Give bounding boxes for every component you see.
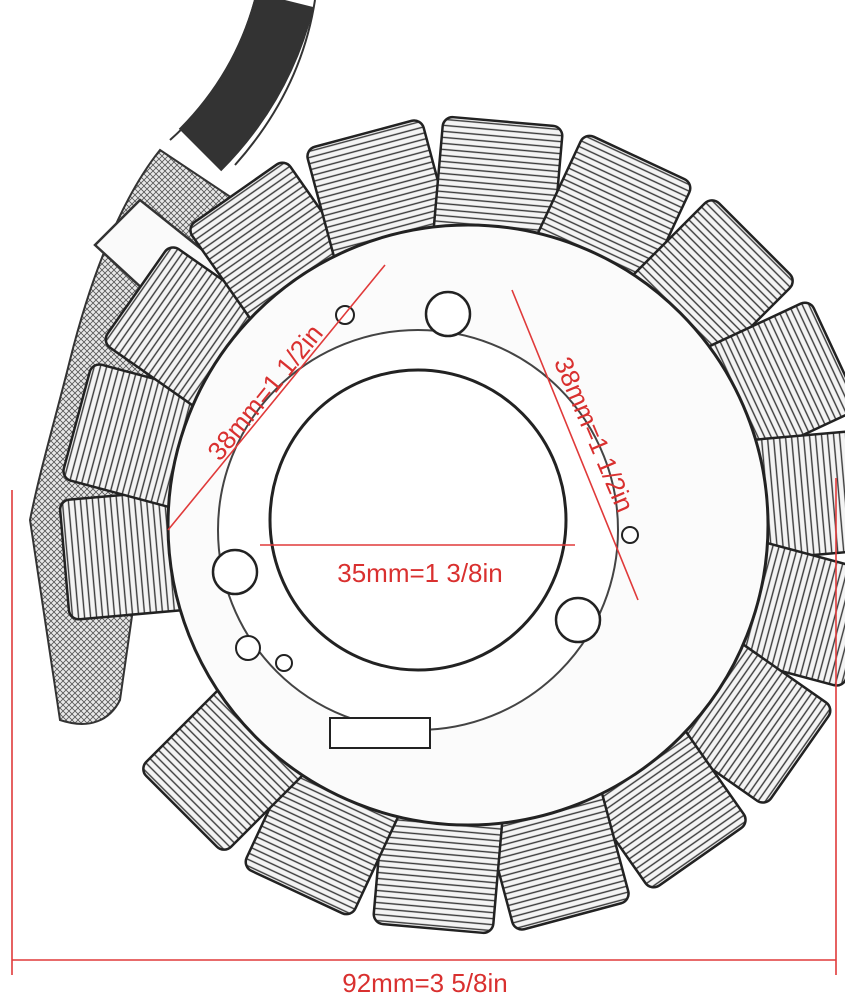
wire-bundle-outline (169, 0, 316, 166)
mount-hole (424, 290, 472, 338)
core-notch (329, 717, 431, 749)
dimension-line-top-right (511, 289, 639, 601)
pin-hole (235, 635, 261, 661)
wire-bundle-top (178, 0, 315, 172)
mount-hole (554, 596, 602, 644)
center-bore (268, 368, 568, 672)
stator-core (166, 223, 770, 827)
dimension-lines (11, 264, 837, 975)
dimension-label-outer-diameter: 92mm=3 5/8in (342, 968, 507, 998)
small-hole (621, 526, 639, 544)
mount-hole (211, 548, 259, 596)
pin-hole (275, 654, 293, 672)
dimension-label-inner-diameter: 35mm=1 3/8in (337, 558, 502, 588)
dimension-line-top-left (167, 264, 386, 531)
